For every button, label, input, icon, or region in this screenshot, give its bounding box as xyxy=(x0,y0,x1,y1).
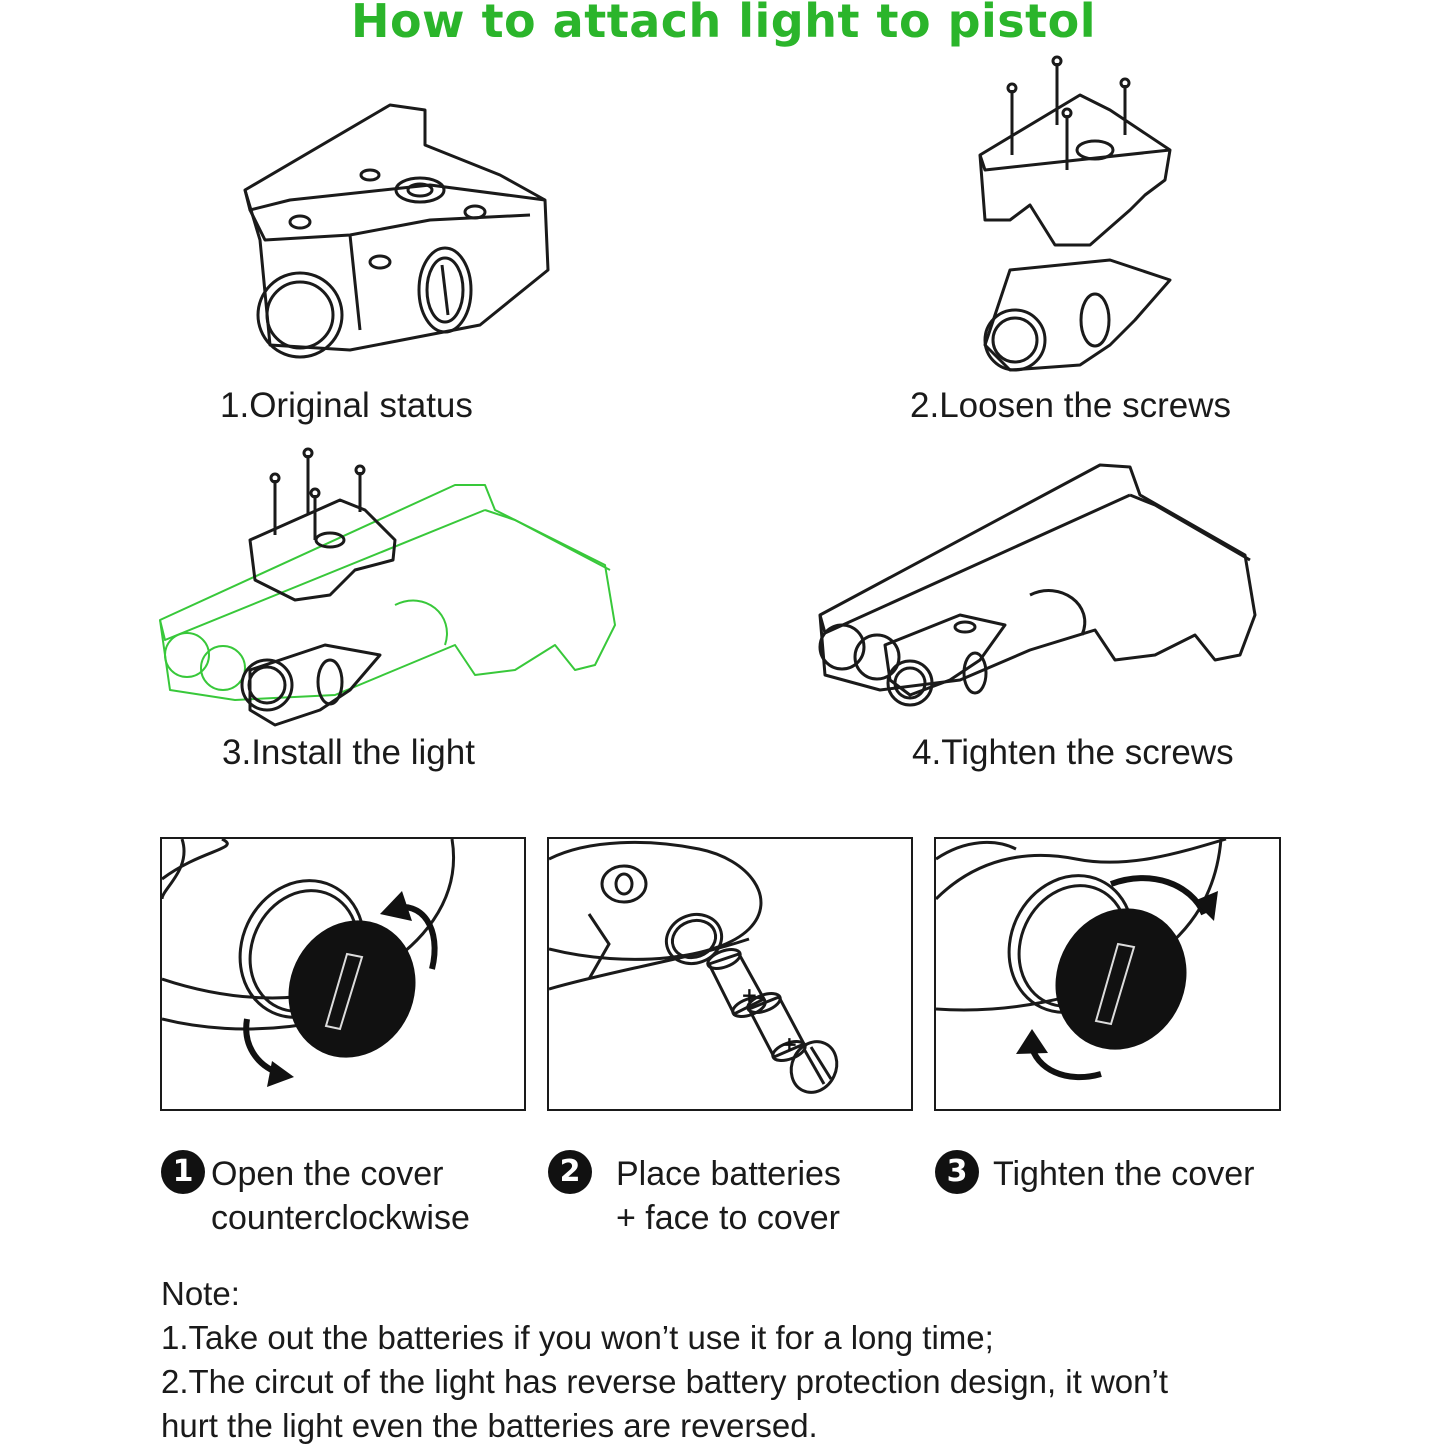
figure-tighten-screws xyxy=(818,463,1257,707)
battery-panel-open-cover xyxy=(160,837,526,1111)
battery-step-1-line2: counterclockwise xyxy=(211,1199,470,1237)
battery-step-2-line2: + face to cover xyxy=(616,1199,840,1237)
battery-panel-tighten-cover xyxy=(934,837,1281,1111)
step-number-badge-1: 1 xyxy=(161,1150,205,1194)
battery-panel-place-batteries: + + xyxy=(547,837,913,1111)
battery-step-1-line1: Open the cover xyxy=(211,1155,444,1193)
step-1-caption: 1.Original status xyxy=(220,386,473,425)
step-number-badge-3: 3 xyxy=(935,1150,979,1194)
battery-step-3-line1: Tighten the cover xyxy=(993,1155,1255,1193)
battery-plus-mark-1: + xyxy=(741,983,758,1007)
step-number-badge-2: 2 xyxy=(548,1150,592,1194)
place-batteries-illustration: + + xyxy=(549,840,839,1094)
step-2-caption: 2.Loosen the screws xyxy=(910,386,1232,425)
figure-original-status xyxy=(243,103,550,359)
figure-loosen-screws xyxy=(978,55,1172,372)
battery-step-2-line1: Place batteries xyxy=(616,1155,841,1193)
step-3-caption: 3.Install the light xyxy=(222,733,475,772)
step-4-caption: 4.Tighten the screws xyxy=(912,733,1234,772)
tighten-cover-illustration xyxy=(936,839,1227,1081)
battery-plus-mark-2: + xyxy=(781,1032,798,1056)
note-block: Note: 1.Take out the batteries if you wo… xyxy=(161,1272,1168,1448)
figure-install-light xyxy=(159,447,616,727)
open-cover-illustration xyxy=(162,839,455,1087)
note-heading: Note: xyxy=(161,1275,240,1312)
page-title: How to attach light to pistol xyxy=(350,0,1097,48)
note-line-2: 2.The circut of the light has reverse ba… xyxy=(161,1363,1169,1400)
note-line-1: 1.Take out the batteries if you won’t us… xyxy=(161,1319,994,1356)
note-line-3: hurt the light even the batteries are re… xyxy=(161,1407,818,1444)
